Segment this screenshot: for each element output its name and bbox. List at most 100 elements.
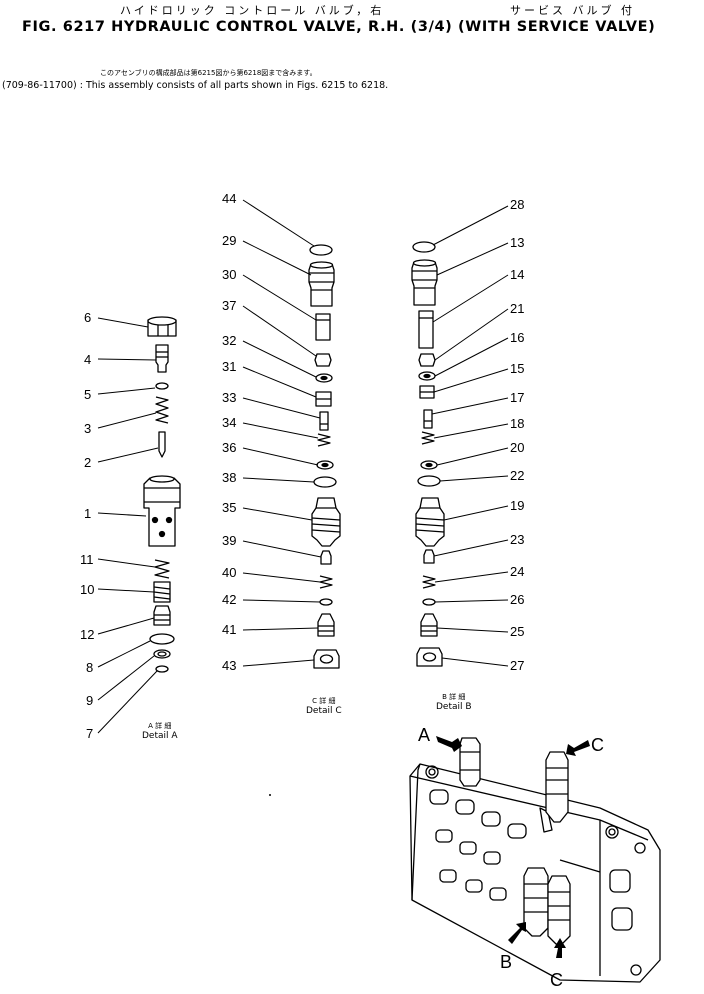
part-3-spring bbox=[155, 396, 169, 424]
part-29-sleeve bbox=[308, 261, 335, 307]
part-8-oring bbox=[149, 633, 175, 645]
callout-9: 9 bbox=[86, 693, 93, 708]
callout-11: 11 bbox=[80, 552, 94, 567]
callout-23: 23 bbox=[510, 532, 524, 547]
part-20-washer bbox=[420, 460, 438, 470]
part-7-ring bbox=[155, 665, 169, 673]
callout-26: 26 bbox=[510, 592, 524, 607]
callout-35: 35 bbox=[222, 500, 236, 515]
callout-2: 2 bbox=[84, 455, 91, 470]
part-41-plug bbox=[317, 613, 335, 637]
part-43-nut bbox=[313, 649, 340, 669]
callout-38: 38 bbox=[222, 470, 236, 485]
callout-36: 36 bbox=[222, 440, 236, 455]
assembly-note-japanese: このアセンブリの構成部品は第6215図から第6218図まで含みます。 bbox=[100, 69, 317, 77]
part-28-oring bbox=[412, 241, 436, 253]
callout-17: 17 bbox=[510, 390, 524, 405]
part-14-piston bbox=[418, 310, 434, 349]
detail-b-caption: B 詳 細 Detail B bbox=[436, 692, 472, 712]
callout-33: 33 bbox=[222, 390, 236, 405]
detail-a-caption-en: Detail A bbox=[142, 731, 178, 741]
japanese-service-label: サービス バルブ 付 bbox=[510, 4, 635, 17]
part-27-nut bbox=[416, 647, 443, 667]
part-1-valve-body bbox=[143, 475, 181, 547]
part-25-plug bbox=[420, 613, 438, 637]
part-26-ring bbox=[422, 598, 436, 606]
marker-b: B bbox=[500, 952, 512, 972]
figure-title: FIG. 6217 HYDRAULIC CONTROL VALVE, R.H. … bbox=[22, 19, 656, 35]
callout-32: 32 bbox=[222, 333, 236, 348]
detail-b-parts bbox=[411, 241, 445, 667]
part-17-pin bbox=[423, 409, 433, 429]
callout-16: 16 bbox=[510, 330, 524, 345]
part-19-cartridge bbox=[415, 497, 445, 547]
part-32-washer bbox=[315, 373, 333, 383]
callout-6: 6 bbox=[84, 310, 91, 325]
assembly-note: (709-86-11700) : This assembly consists … bbox=[2, 80, 389, 91]
callout-24: 24 bbox=[510, 564, 524, 579]
callout-28: 28 bbox=[510, 197, 524, 212]
callout-40: 40 bbox=[222, 565, 236, 580]
callout-43: 43 bbox=[222, 658, 236, 673]
part-40-spring bbox=[319, 575, 333, 589]
part-37-seat bbox=[314, 353, 332, 367]
detail-a-caption: A 詳 細 Detail A bbox=[142, 721, 178, 741]
part-9-ring bbox=[153, 649, 171, 659]
part-2-pin bbox=[158, 431, 166, 458]
callout-14: 14 bbox=[510, 267, 524, 282]
valve-block-assembly bbox=[409, 737, 661, 983]
marker-c-top: C bbox=[591, 735, 604, 755]
part-22-oring bbox=[417, 475, 441, 487]
part-38-oring bbox=[313, 476, 337, 488]
part-4-plug bbox=[155, 344, 169, 373]
part-30-piston bbox=[315, 313, 331, 341]
part-13-sleeve bbox=[411, 259, 438, 306]
japanese-title: ハイドロリック コントロール バルブ，右 bbox=[120, 4, 385, 17]
callout-4: 4 bbox=[84, 352, 91, 367]
callout-41: 41 bbox=[222, 622, 236, 637]
callout-34: 34 bbox=[222, 415, 236, 430]
part-34-spring bbox=[317, 433, 331, 447]
part-10-spring bbox=[153, 581, 171, 603]
part-5-ring bbox=[155, 382, 169, 390]
callout-20: 20 bbox=[510, 440, 524, 455]
marker-a: A bbox=[418, 725, 430, 745]
part-31-nut bbox=[315, 391, 332, 407]
callout-44: 44 bbox=[222, 191, 236, 206]
callout-21: 21 bbox=[510, 301, 524, 316]
callout-22: 22 bbox=[510, 468, 524, 483]
marker-c-bottom: C bbox=[550, 970, 563, 990]
callout-37: 37 bbox=[222, 298, 236, 313]
detail-a-caption-jp: A 詳 細 bbox=[148, 722, 172, 730]
callout-numbers: 6 4 5 3 2 1 11 10 12 8 9 7 44 29 30 37 3… bbox=[80, 191, 524, 741]
part-16-washer bbox=[418, 371, 436, 381]
detail-b-caption-jp: B 詳 細 bbox=[442, 693, 466, 701]
stray-dot bbox=[269, 794, 271, 796]
detail-b-caption-en: Detail B bbox=[436, 702, 472, 712]
callout-1: 1 bbox=[84, 506, 91, 521]
part-6-nut bbox=[147, 316, 177, 337]
detail-c-caption: C 詳 細 Detail C bbox=[306, 696, 342, 716]
part-11-spring bbox=[154, 559, 170, 579]
part-35-cartridge bbox=[311, 497, 341, 547]
part-18-spring bbox=[421, 431, 435, 445]
callout-39: 39 bbox=[222, 533, 236, 548]
callout-5: 5 bbox=[84, 387, 91, 402]
callout-29: 29 bbox=[222, 233, 236, 248]
detail-a-parts bbox=[143, 316, 181, 673]
detail-c-parts bbox=[308, 244, 341, 669]
callout-42: 42 bbox=[222, 592, 236, 607]
detail-c-caption-jp: C 詳 細 bbox=[312, 697, 336, 705]
callout-7: 7 bbox=[86, 726, 93, 741]
part-36-washer bbox=[316, 460, 334, 470]
callout-3: 3 bbox=[84, 421, 91, 436]
part-33-pin bbox=[319, 411, 329, 431]
callout-25: 25 bbox=[510, 624, 524, 639]
detail-c-caption-en: Detail C bbox=[306, 706, 342, 716]
callout-30: 30 bbox=[222, 267, 236, 282]
part-21-seat bbox=[418, 353, 436, 367]
callout-8: 8 bbox=[86, 660, 93, 675]
leader-lines bbox=[97, 199, 509, 734]
callout-15: 15 bbox=[510, 361, 524, 376]
